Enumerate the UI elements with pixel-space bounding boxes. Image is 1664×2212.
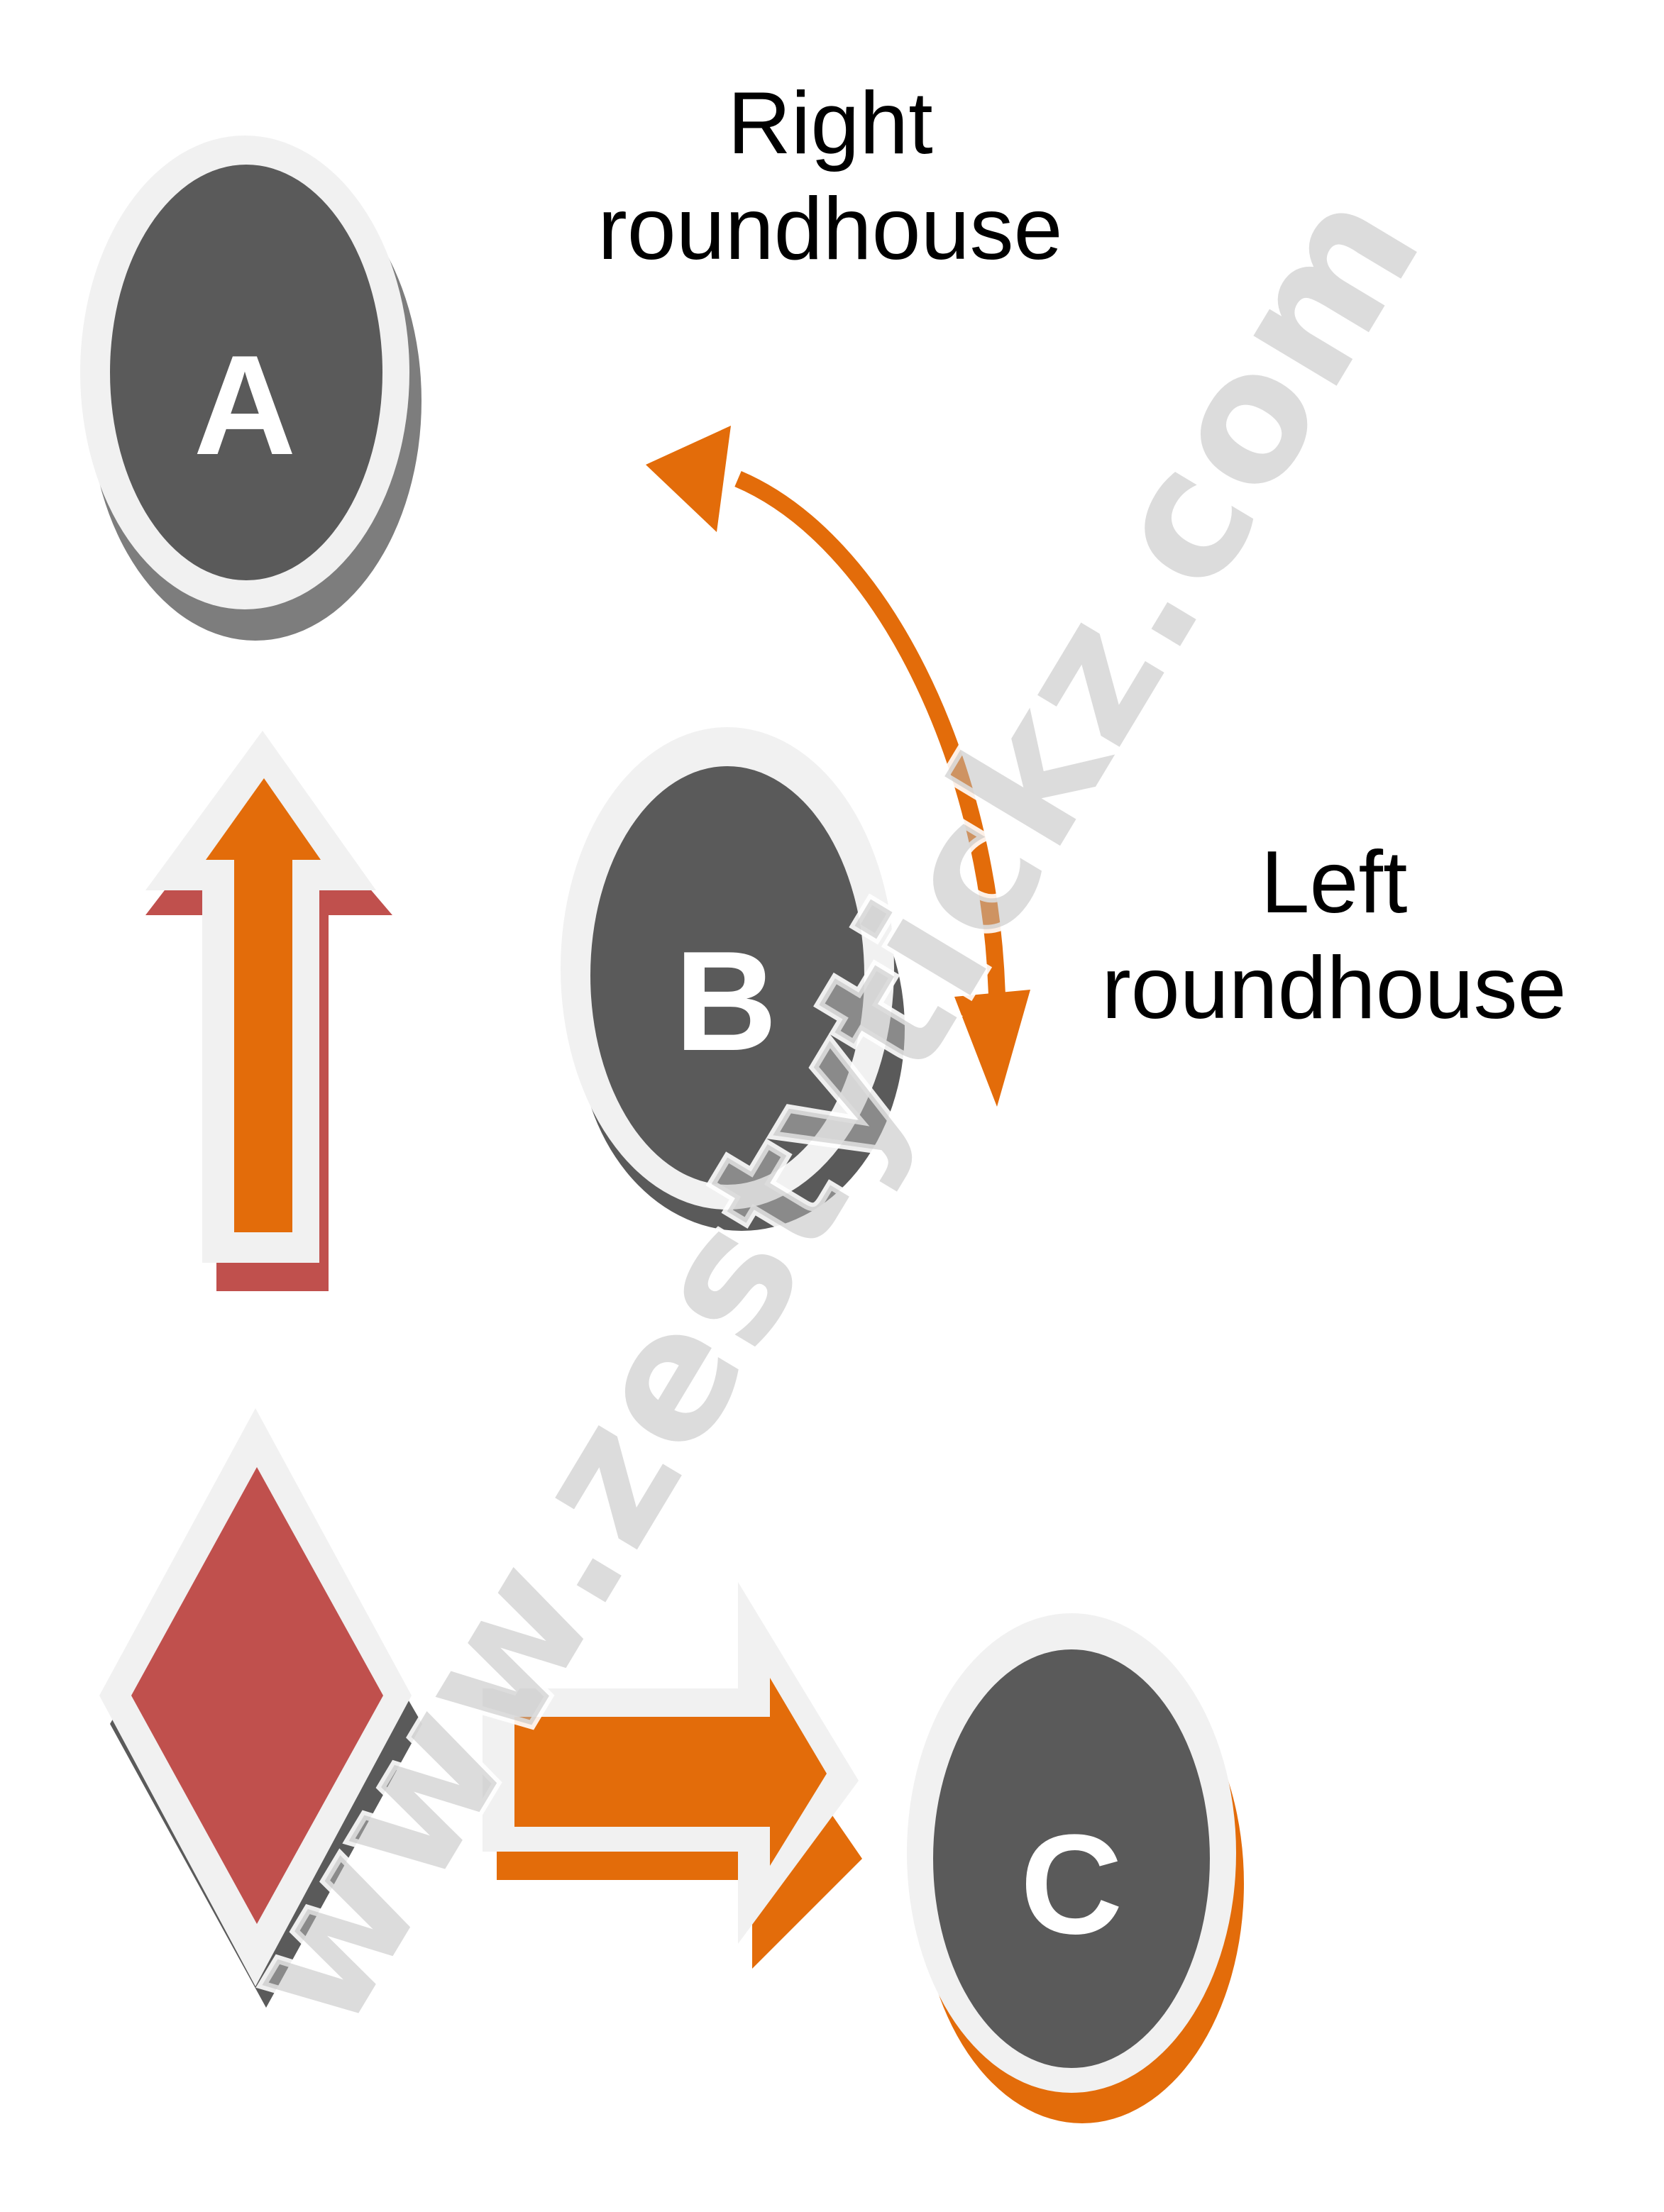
node-b-letter: B	[675, 922, 777, 1080]
arrow-up-fill	[206, 778, 321, 1232]
node-c: C	[907, 1613, 1244, 2123]
label-right-line2: roundhouse	[597, 179, 1063, 278]
label-right-roundhouse: Right roundhouse	[582, 71, 1079, 282]
label-left-line2: roundhouse	[1101, 939, 1567, 1037]
label-right-line1: Right	[727, 74, 933, 172]
arrow-right-fill	[514, 1678, 827, 1866]
curved-double-arrow-icon	[646, 426, 1030, 1107]
node-a: A	[80, 136, 421, 641]
diamond-fill	[131, 1467, 383, 1924]
node-b-circle	[590, 766, 864, 1185]
node-c-letter: C	[1020, 1805, 1123, 1964]
label-left-roundhouse: Left roundhouse	[1079, 830, 1589, 1041]
arrow-up-icon	[145, 731, 392, 1291]
node-a-letter: A	[194, 326, 296, 485]
curved-arrow-head-top	[646, 426, 731, 532]
curved-arrow-shaft	[734, 470, 1005, 997]
arrow-right-icon	[483, 1582, 862, 1969]
node-a-circle	[110, 165, 382, 580]
label-left-line1: Left	[1260, 834, 1408, 931]
node-b: B	[561, 727, 905, 1231]
node-c-circle	[933, 1649, 1210, 2068]
curved-arrow-head-bottom	[954, 990, 1030, 1107]
diamond-icon	[99, 1408, 422, 2008]
